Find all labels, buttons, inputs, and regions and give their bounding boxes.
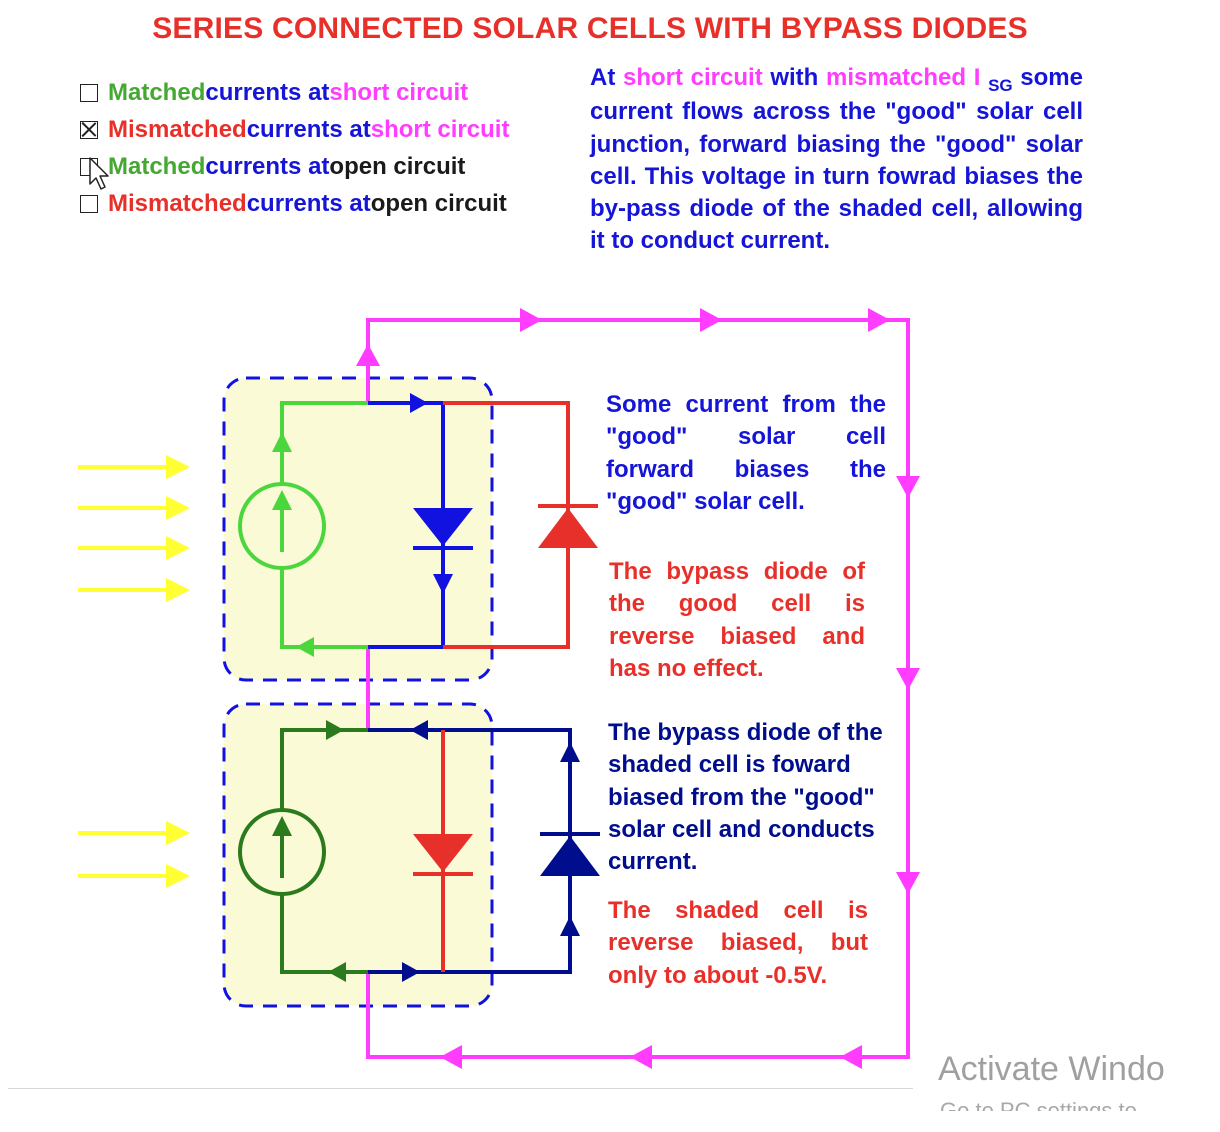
shaded-cell-source	[238, 720, 368, 982]
magenta-arrows	[356, 308, 920, 1069]
explanation-mismatched: mismatched I	[826, 64, 989, 91]
diode-icon	[538, 508, 598, 548]
option-word-3: short circuit	[370, 115, 510, 143]
current-arrow-icon	[896, 476, 920, 498]
current-arrow-icon	[326, 720, 344, 740]
option-word-1: Mismatched	[108, 189, 247, 217]
watermark-line-2: Go to PC settings to	[940, 1098, 1137, 1111]
option-matched-short-circuit[interactable]: Matched currents at short circuit	[80, 74, 509, 111]
current-arrow-icon	[272, 432, 292, 452]
option-word-2: currents at	[246, 189, 371, 217]
checkbox-icon[interactable]	[80, 83, 98, 102]
explanation-subscript: SG	[988, 76, 1013, 95]
option-mismatched-short-circuit[interactable]: Mismatched currents at short circuit	[80, 111, 509, 148]
note-shaded-cell: The shaded cell is reverse biased, but o…	[608, 897, 868, 989]
diode-icon	[413, 834, 473, 872]
shaded-cell-box	[222, 702, 494, 1008]
good-cell-source	[238, 401, 368, 657]
current-arrow-icon	[356, 344, 380, 366]
watermark-line-1: Activate Windo	[938, 1050, 1165, 1088]
current-arrow-icon	[896, 872, 920, 894]
current-arrow-icon	[896, 668, 920, 690]
explanation-with: with	[762, 64, 827, 91]
current-arrow-icon	[402, 962, 420, 982]
option-word-3: open circuit	[329, 152, 466, 180]
good-bypass-diode	[443, 401, 598, 649]
explanation-text: At short circuit with mismatched I SG so…	[590, 62, 1083, 258]
current-arrow-icon	[410, 720, 428, 740]
option-word-2: currents at	[246, 115, 371, 143]
diode-icon	[413, 508, 473, 546]
current-arrow-icon	[440, 1045, 462, 1069]
mouse-cursor-icon	[89, 157, 109, 190]
option-word-1: Matched	[108, 78, 206, 106]
light-rays-shaded	[78, 821, 190, 888]
diode-icon	[540, 836, 600, 876]
current-arrow-icon	[520, 308, 542, 332]
current-arrow-icon	[630, 1045, 652, 1069]
current-arrow-icon	[868, 308, 890, 332]
note-good-bypass-diode: The bypass diode of the good cell is rev…	[609, 558, 865, 682]
current-arrow-icon	[560, 742, 580, 762]
option-word-3: short circuit	[329, 78, 469, 106]
checkbox-icon[interactable]	[80, 194, 98, 213]
good-cell-diode	[368, 393, 473, 649]
current-arrow-icon	[410, 393, 428, 413]
current-arrow-icon	[433, 574, 453, 594]
divider	[8, 1088, 913, 1089]
light-rays-good	[78, 455, 190, 602]
good-cell-box	[222, 376, 494, 682]
current-arrow-icon	[560, 916, 580, 936]
shaded-bypass-diode	[368, 720, 600, 982]
option-word-1: Mismatched	[108, 115, 247, 143]
current-arrow-icon	[296, 637, 314, 657]
current-arrow-icon	[840, 1045, 862, 1069]
shaded-cell-diode	[413, 730, 473, 972]
current-arrow-icon	[700, 308, 722, 332]
option-word-1: Matched	[108, 152, 206, 180]
note-shaded-bypass-diode: The bypass diode of the shaded cell is f…	[608, 719, 883, 876]
explanation-at: At	[590, 64, 623, 91]
explanation-rest: some current flows across the "good" sol…	[590, 64, 1083, 255]
mode-options: Matched currents at short circuit Mismat…	[80, 74, 509, 222]
option-matched-open-circuit[interactable]: Matched currents at open circuit	[80, 148, 509, 185]
option-mismatched-open-circuit[interactable]: Mismatched currents at open circuit	[80, 185, 509, 222]
page-title: SERIES CONNECTED SOLAR CELLS WITH BYPASS…	[152, 12, 1028, 45]
current-arrow-icon	[328, 962, 346, 982]
note-good-cell: Some current from the "good" solar cell …	[606, 391, 886, 515]
checkbox-icon[interactable]	[80, 120, 98, 139]
explanation-short-circuit: short circuit	[623, 64, 763, 91]
option-word-2: currents at	[205, 152, 330, 180]
option-word-2: currents at	[205, 78, 330, 106]
option-word-3: open circuit	[370, 189, 507, 217]
